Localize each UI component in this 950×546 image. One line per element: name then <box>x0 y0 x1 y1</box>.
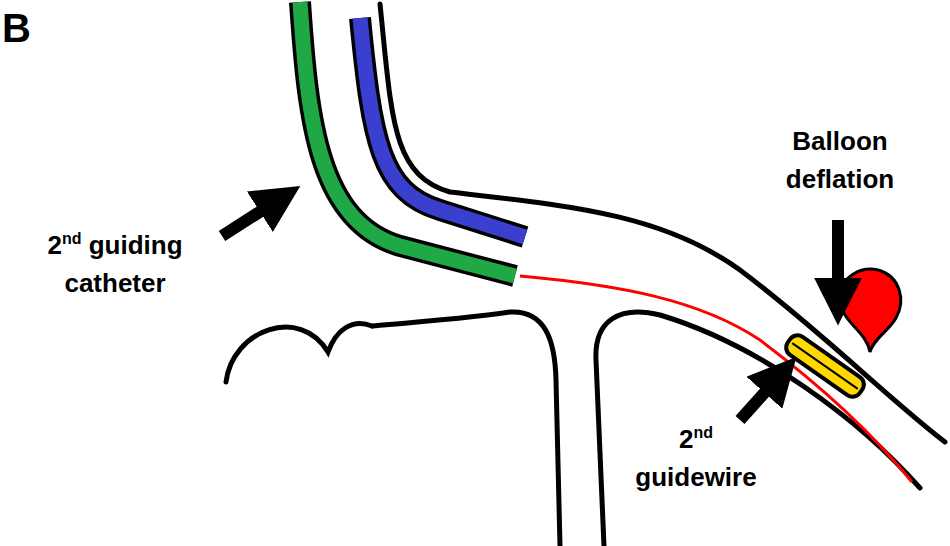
second-guiding-catheter <box>300 2 515 276</box>
guiding-catheter <box>360 18 525 237</box>
panel-letter: B <box>2 6 62 50</box>
callout-label: 2nd guiding catheter <box>4 226 226 302</box>
callout-label: Balloon deflation <box>752 122 928 198</box>
aneurysm <box>840 269 901 352</box>
second-guiding-catheter <box>300 2 515 276</box>
balloon <box>783 332 868 400</box>
guiding-catheter <box>360 18 525 237</box>
vessel-wall <box>226 4 945 546</box>
callout-label: 2nd guidewire <box>630 420 762 496</box>
pointer-arrow <box>222 204 838 420</box>
